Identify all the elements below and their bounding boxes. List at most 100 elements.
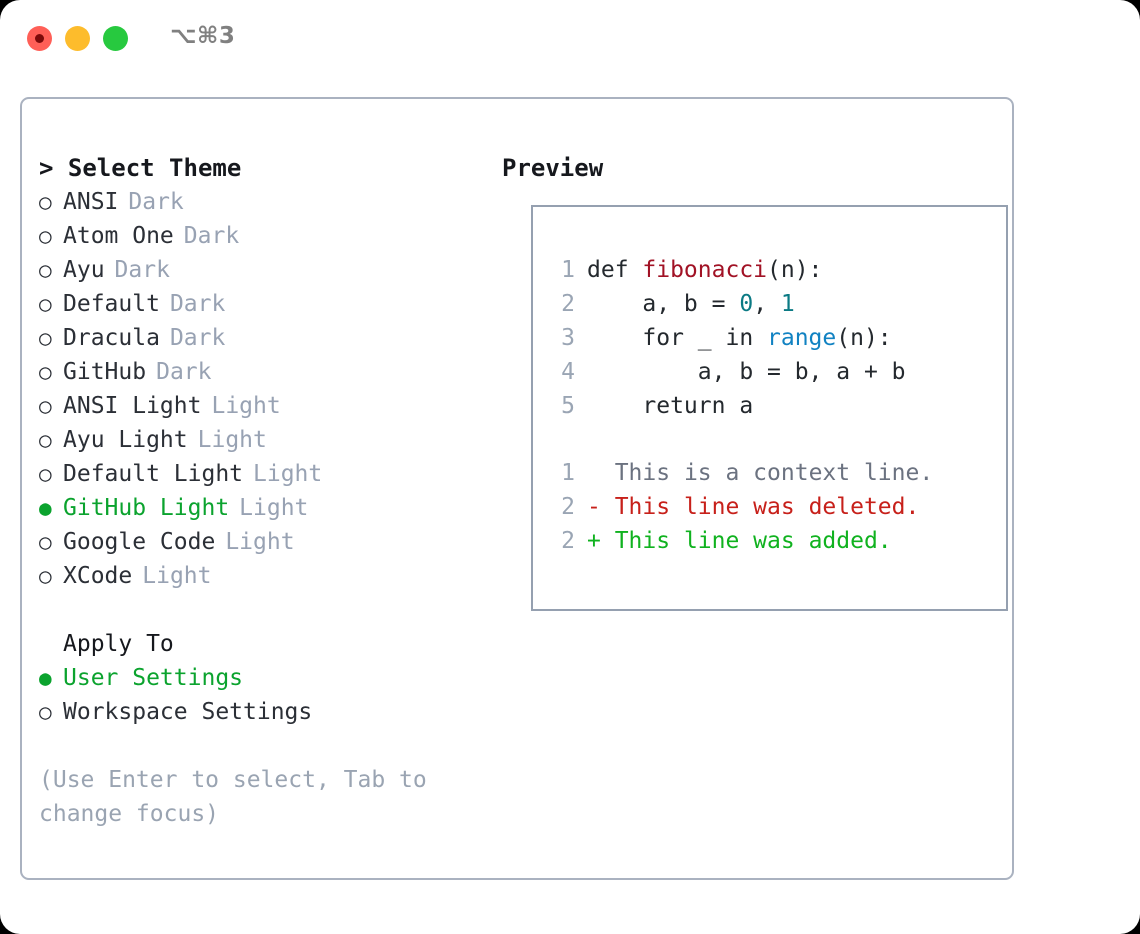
code-line-text: for _ in range(n): bbox=[587, 321, 892, 355]
diff-line: 2+ This line was added. bbox=[549, 524, 933, 558]
code-token: , bbox=[753, 291, 781, 317]
diff-line-text: This line was deleted. bbox=[614, 494, 920, 520]
diff-sample: 1 This is a context line.2- This line wa… bbox=[549, 456, 933, 558]
radio-unselected-icon[interactable]: ○ bbox=[39, 394, 52, 418]
code-token: return a bbox=[587, 393, 754, 419]
radio-unselected-icon[interactable]: ○ bbox=[39, 190, 52, 214]
theme-item-variant: Light bbox=[239, 495, 309, 521]
diff-marker: - bbox=[587, 494, 615, 520]
radio-unselected-icon[interactable]: ○ bbox=[39, 530, 52, 554]
theme-item[interactable]: ○ XCode Light bbox=[39, 559, 479, 593]
code-line-number: 2 bbox=[561, 291, 575, 317]
theme-item-variant: Light bbox=[211, 393, 281, 419]
radio-unselected-icon[interactable]: ○ bbox=[39, 292, 52, 316]
code-line: 2 a, b = 0, 1 bbox=[549, 287, 906, 321]
theme-item[interactable]: ○ ANSI Dark bbox=[39, 185, 479, 219]
code-token: a, b = bbox=[587, 291, 740, 317]
theme-item-variant: Light bbox=[253, 461, 323, 487]
code-line-text: return a bbox=[587, 389, 753, 423]
apply-to-heading: Apply To bbox=[63, 631, 174, 657]
code-line: 1 def fibonacci(n): bbox=[549, 253, 906, 287]
title-bar: ⌥⌘3 bbox=[0, 0, 1140, 78]
apply-to-option-label: User Settings bbox=[63, 665, 244, 691]
diff-marker bbox=[587, 456, 615, 490]
theme-item-variant: Light bbox=[142, 563, 212, 589]
diff-line: 2- This line was deleted. bbox=[549, 490, 933, 524]
theme-item-label: Default Light bbox=[63, 461, 244, 487]
diff-line: 1 This is a context line. bbox=[549, 456, 933, 490]
radio-unselected-icon[interactable]: ○ bbox=[39, 360, 52, 384]
theme-item-variant: Light bbox=[197, 427, 267, 453]
code-token: (n): bbox=[767, 257, 823, 283]
theme-item[interactable]: ○ Google Code Light bbox=[39, 525, 479, 559]
code-line-number: 4 bbox=[561, 359, 575, 385]
code-line-number: 5 bbox=[561, 393, 575, 419]
theme-item-variant: Dark bbox=[169, 325, 226, 351]
select-theme-heading: > Select Theme bbox=[39, 154, 242, 182]
code-token: def bbox=[587, 257, 643, 283]
code-token: a, b = b, a + b bbox=[587, 359, 906, 385]
theme-item-label: Dracula bbox=[63, 325, 160, 351]
code-line: 3 for _ in range(n): bbox=[549, 321, 906, 355]
radio-selected-icon[interactable]: ● bbox=[39, 666, 52, 690]
code-token: 1 bbox=[780, 291, 795, 317]
radio-unselected-icon[interactable]: ○ bbox=[39, 564, 52, 588]
apply-to-option-label: Workspace Settings bbox=[63, 699, 313, 725]
diff-line-number: 2 bbox=[561, 494, 575, 520]
apply-to-option[interactable]: ○ Workspace Settings bbox=[39, 695, 479, 729]
code-line-number: 1 bbox=[561, 257, 575, 283]
radio-unselected-icon[interactable]: ○ bbox=[39, 700, 52, 724]
theme-item[interactable]: ○ Default Light Light bbox=[39, 457, 479, 491]
theme-item[interactable]: ○ Ayu Dark bbox=[39, 253, 479, 287]
radio-selected-icon[interactable]: ● bbox=[39, 496, 52, 520]
theme-item-variant: Dark bbox=[183, 223, 240, 249]
code-line-text: a, b = b, a + b bbox=[587, 355, 906, 389]
theme-item-label: Google Code bbox=[63, 529, 216, 555]
window-controls bbox=[27, 26, 128, 51]
code-line-text: a, b = 0, 1 bbox=[587, 287, 795, 321]
diff-line-text: This is a context line. bbox=[614, 460, 934, 486]
theme-item-variant: Dark bbox=[128, 189, 184, 215]
theme-item[interactable]: ○ Dracula Dark bbox=[39, 321, 479, 355]
radio-unselected-icon[interactable]: ○ bbox=[39, 428, 52, 452]
minimize-button[interactable] bbox=[65, 26, 90, 51]
radio-unselected-icon[interactable]: ○ bbox=[39, 258, 52, 282]
theme-item[interactable]: ○ Ayu Light Light bbox=[39, 423, 479, 457]
diff-line-text: This line was added. bbox=[614, 528, 892, 554]
code-line-text: def fibonacci(n): bbox=[587, 253, 822, 287]
theme-item-label: GitHub bbox=[63, 359, 147, 385]
maximize-button[interactable] bbox=[103, 26, 128, 51]
code-token: for _ in bbox=[587, 325, 768, 351]
theme-item-label: ANSI Light bbox=[63, 393, 202, 419]
apply-to-option[interactable]: ● User Settings bbox=[39, 661, 479, 695]
radio-unselected-icon[interactable]: ○ bbox=[39, 462, 52, 486]
radio-unselected-icon[interactable]: ○ bbox=[39, 224, 52, 248]
code-line: 5 return a bbox=[549, 389, 906, 423]
theme-item-label: ANSI bbox=[63, 189, 119, 215]
keyboard-hint-text: (Use Enter to select, Tab to change focu… bbox=[39, 767, 441, 827]
keyboard-shortcut-label: ⌥⌘3 bbox=[170, 23, 236, 49]
theme-item-variant: Dark bbox=[114, 257, 170, 283]
theme-item-label: Ayu bbox=[63, 257, 105, 283]
code-token: fibonacci bbox=[642, 257, 768, 283]
theme-item[interactable]: ○ ANSI Light Light bbox=[39, 389, 479, 423]
diff-line-number: 2 bbox=[561, 528, 575, 554]
diff-line-number: 1 bbox=[561, 460, 575, 486]
theme-item-variant: Light bbox=[225, 529, 295, 555]
theme-item-label: XCode bbox=[63, 563, 133, 589]
radio-unselected-icon[interactable]: ○ bbox=[39, 326, 52, 350]
apply-to-list[interactable]: ● User Settings ○ Workspace Settings bbox=[39, 661, 479, 729]
close-button[interactable] bbox=[27, 26, 52, 51]
code-token: (n): bbox=[836, 325, 892, 351]
theme-item-label: Ayu Light bbox=[63, 427, 188, 453]
